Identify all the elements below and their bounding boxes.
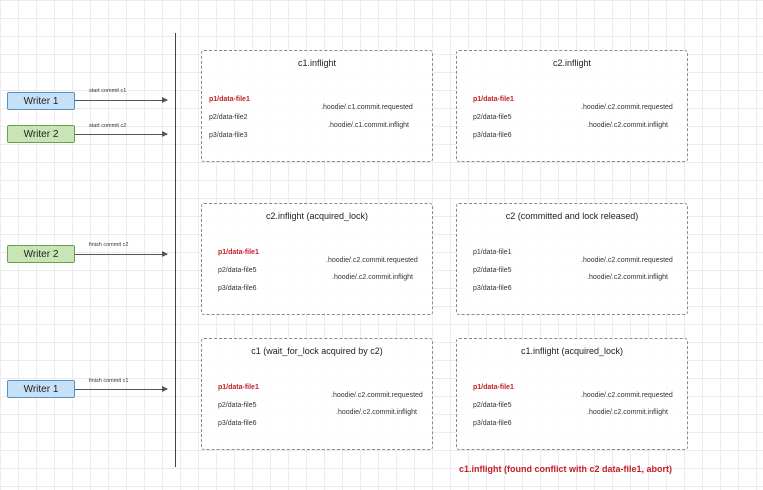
timeline-line <box>175 33 176 467</box>
commit-box-c2-inflight: c2.inflight p1/data-file1 p2/data-file5 … <box>456 50 688 162</box>
box-title: c2 (committed and lock released) <box>505 211 639 221</box>
box-title: c2.inflight <box>552 58 592 68</box>
arrow-label-finish-c2: finish commit c2 <box>89 242 129 248</box>
commit-requested: .hoodie/.c2.commit.requested <box>331 392 423 399</box>
box-title: c1.inflight (acquired_lock) <box>520 346 624 356</box>
commit-requested: .hoodie/.c1.commit.requested <box>321 104 413 111</box>
commit-box-c1-acquired-lock: c1.inflight (acquired_lock) p1/data-file… <box>456 338 688 450</box>
commit-box-c1-inflight: c1.inflight p1/data-file1 p2/data-file2 … <box>201 50 433 162</box>
arrow-label-finish-c1: finish commit c1 <box>89 378 129 384</box>
writer-2-node[interactable]: Writer 2 <box>7 125 75 143</box>
file-conflict: p1/data-file1 <box>218 249 259 256</box>
commit-requested: .hoodie/.c2.commit.requested <box>581 104 673 111</box>
conflict-result-text: c1.inflight (found conflict with c2 data… <box>459 464 673 474</box>
file-item: p3/data-file6 <box>218 420 257 427</box>
writer-2-node[interactable]: Writer 2 <box>7 245 75 263</box>
box-title: c1.inflight <box>297 58 337 68</box>
arrow-finish-c1 <box>75 386 168 392</box>
commit-box-c1-wait-for-lock: c1 (wait_for_lock acquired by c2) p1/dat… <box>201 338 433 450</box>
commit-requested: .hoodie/.c2.commit.requested <box>581 392 673 399</box>
commit-requested: .hoodie/.c2.commit.requested <box>326 257 418 264</box>
box-title: c1 (wait_for_lock acquired by c2) <box>251 346 383 356</box>
box-title: c2.inflight (acquired_lock) <box>265 211 369 221</box>
file-item: p3/data-file6 <box>473 420 512 427</box>
file-item: p3/data-file6 <box>473 285 512 292</box>
file-item: p2/data-file5 <box>473 267 512 274</box>
commit-box-c2-committed: c2 (committed and lock released) p1/data… <box>456 203 688 315</box>
writer-1-node[interactable]: Writer 1 <box>7 92 75 110</box>
file-item: p2/data-file5 <box>473 114 512 121</box>
file-conflict: p1/data-file1 <box>473 96 514 103</box>
arrow-finish-c2 <box>75 251 168 257</box>
commit-inflight: .hoodie/.c1.commit.inflight <box>328 122 409 129</box>
file-item: p3/data-file6 <box>473 132 512 139</box>
arrow-start-c2 <box>75 131 168 137</box>
file-item: p2/data-file2 <box>209 114 248 121</box>
commit-inflight: .hoodie/.c2.commit.inflight <box>587 122 668 129</box>
file-item: p2/data-file5 <box>218 402 257 409</box>
commit-requested: .hoodie/.c2.commit.requested <box>581 257 673 264</box>
file-item: p1/data-file1 <box>473 249 512 256</box>
commit-inflight: .hoodie/.c2.commit.inflight <box>332 274 413 281</box>
file-item: p3/data-file3 <box>209 132 248 139</box>
writer-1-node[interactable]: Writer 1 <box>7 380 75 398</box>
commit-inflight: .hoodie/.c2.commit.inflight <box>587 409 668 416</box>
arrow-label-start-c1: start commit c1 <box>89 88 127 94</box>
commit-inflight: .hoodie/.c2.commit.inflight <box>587 274 668 281</box>
file-item: p2/data-file5 <box>218 267 257 274</box>
file-conflict: p1/data-file1 <box>209 96 250 103</box>
commit-inflight: .hoodie/.c2.commit.inflight <box>336 409 417 416</box>
file-conflict: p1/data-file1 <box>473 384 514 391</box>
arrow-start-c1 <box>75 97 168 103</box>
arrow-label-start-c2: start commit c2 <box>89 123 127 129</box>
file-item: p2/data-file5 <box>473 402 512 409</box>
file-conflict: p1/data-file1 <box>218 384 259 391</box>
file-item: p3/data-file6 <box>218 285 257 292</box>
commit-box-c2-acquired-lock: c2.inflight (acquired_lock) p1/data-file… <box>201 203 433 315</box>
